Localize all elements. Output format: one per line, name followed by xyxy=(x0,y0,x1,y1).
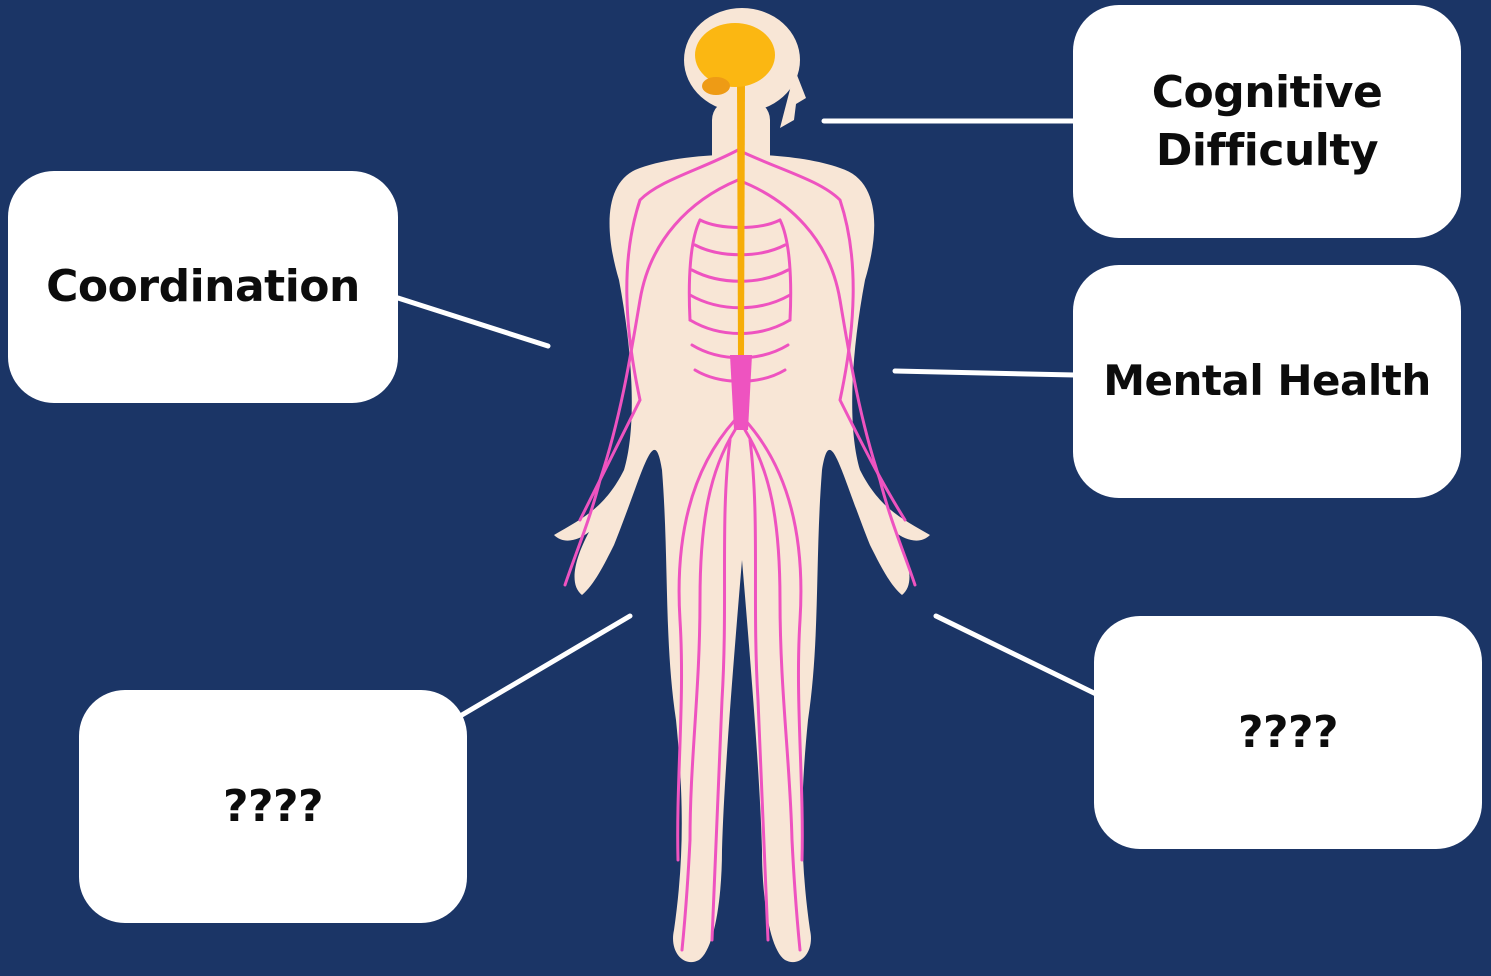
callout-mental-health-label: Mental Health xyxy=(1103,354,1430,409)
callout-unknown-right-label: ???? xyxy=(1238,704,1338,761)
callout-unknown-left-label: ???? xyxy=(223,778,323,835)
callout-coordination-label: Coordination xyxy=(46,258,360,315)
callout-cognitive-difficulty: Cognitive Difficulty xyxy=(1073,5,1461,238)
callout-unknown-left: ???? xyxy=(79,690,467,923)
cerebellum-icon xyxy=(702,77,730,95)
connector-coordination xyxy=(398,298,548,346)
callout-cognitive-difficulty-label: Cognitive Difficulty xyxy=(1152,64,1383,178)
brain-icon xyxy=(695,23,775,87)
callout-mental-health: Mental Health xyxy=(1073,265,1461,498)
connector-mental-health xyxy=(895,371,1075,375)
connector-right-unknown xyxy=(936,616,1096,694)
callout-unknown-right: ???? xyxy=(1094,616,1482,849)
connector-left-unknown xyxy=(450,616,630,722)
spinal-cord xyxy=(737,80,745,360)
callout-coordination: Coordination xyxy=(8,171,398,403)
